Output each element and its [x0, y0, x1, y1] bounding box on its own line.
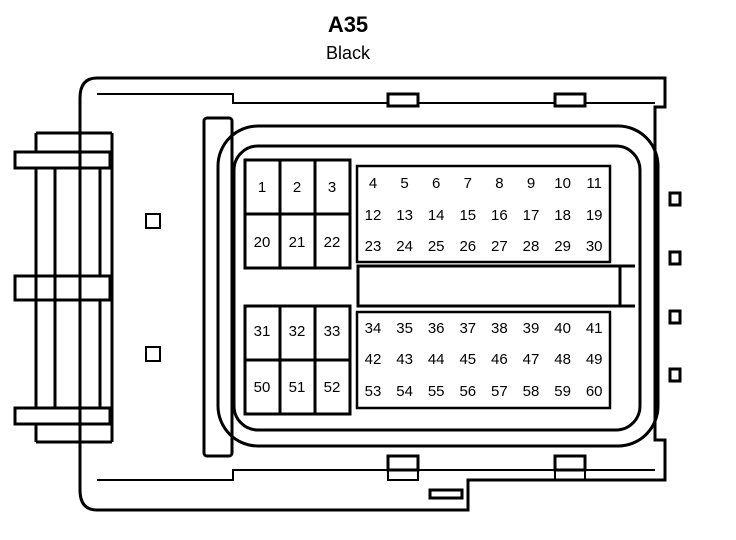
pin-label: 24	[396, 238, 413, 255]
pin-label: 53	[365, 383, 382, 400]
pin-label: 36	[428, 320, 445, 337]
pin-label: 54	[396, 383, 413, 400]
pin-label: 10	[554, 175, 571, 192]
pin-label: 26	[459, 238, 476, 255]
pin-label: 8	[495, 175, 503, 192]
pin-label: 30	[586, 238, 603, 255]
pin-label: 23	[365, 238, 382, 255]
pin-label: 1	[258, 179, 266, 196]
pin-label: 41	[586, 320, 603, 337]
pin-label: 5	[400, 175, 408, 192]
pin-label: 11	[586, 175, 602, 192]
pin-label: 31	[254, 323, 271, 340]
pin-label: 25	[428, 238, 445, 255]
pin-label: 2	[293, 179, 301, 196]
connector-title: A35	[328, 12, 368, 37]
pin-label: 37	[459, 320, 476, 337]
pin-label: 44	[428, 351, 445, 368]
pin-label: 15	[459, 207, 476, 224]
pin-label: 6	[432, 175, 440, 192]
pin-label: 43	[396, 351, 413, 368]
pin-label: 57	[491, 383, 508, 400]
pin-label: 48	[554, 351, 571, 368]
pin-label: 20	[254, 234, 271, 251]
pin-label: 14	[428, 207, 445, 224]
pin-label: 28	[523, 238, 540, 255]
pin-grid-right-bottom	[355, 310, 612, 410]
pin-label: 12	[365, 207, 382, 224]
pin-label: 45	[459, 351, 476, 368]
pin-label: 42	[365, 351, 382, 368]
pin-label: 52	[324, 379, 341, 396]
pin-grid-right-top	[355, 164, 612, 264]
pin-label: 56	[459, 383, 476, 400]
pin-label: 18	[554, 207, 571, 224]
pin-label: 46	[491, 351, 508, 368]
connector-color-label: Black	[326, 43, 371, 63]
pin-label: 27	[491, 238, 508, 255]
pin-grid-left-top	[243, 158, 352, 270]
pin-label: 39	[523, 320, 540, 337]
pin-label: 29	[554, 238, 571, 255]
pin-label: 38	[491, 320, 508, 337]
pin-label: 4	[369, 175, 377, 192]
pin-label: 50	[254, 379, 271, 396]
connector-housing	[13, 76, 682, 512]
pin-label: 49	[586, 351, 603, 368]
pin-label: 40	[554, 320, 571, 337]
pin-label: 33	[324, 323, 341, 340]
pin-label: 59	[554, 383, 571, 400]
pin-label: 51	[289, 379, 306, 396]
pin-label: 7	[464, 175, 472, 192]
pin-label: 22	[324, 234, 341, 251]
pin-label: 32	[289, 323, 306, 340]
pin-label: 35	[396, 320, 413, 337]
pin-label: 34	[365, 320, 382, 337]
pin-label: 3	[328, 179, 336, 196]
pin-grid-left-bottom	[243, 304, 352, 416]
pin-label: 17	[523, 207, 540, 224]
pin-label: 19	[586, 207, 603, 224]
pin-label: 60	[586, 383, 603, 400]
pin-label: 47	[523, 351, 540, 368]
pin-label: 13	[396, 207, 413, 224]
pin-label: 55	[428, 383, 445, 400]
pin-label: 16	[491, 207, 508, 224]
pin-label: 58	[523, 383, 540, 400]
pin-label: 21	[289, 234, 306, 251]
pin-label: 9	[527, 175, 535, 192]
